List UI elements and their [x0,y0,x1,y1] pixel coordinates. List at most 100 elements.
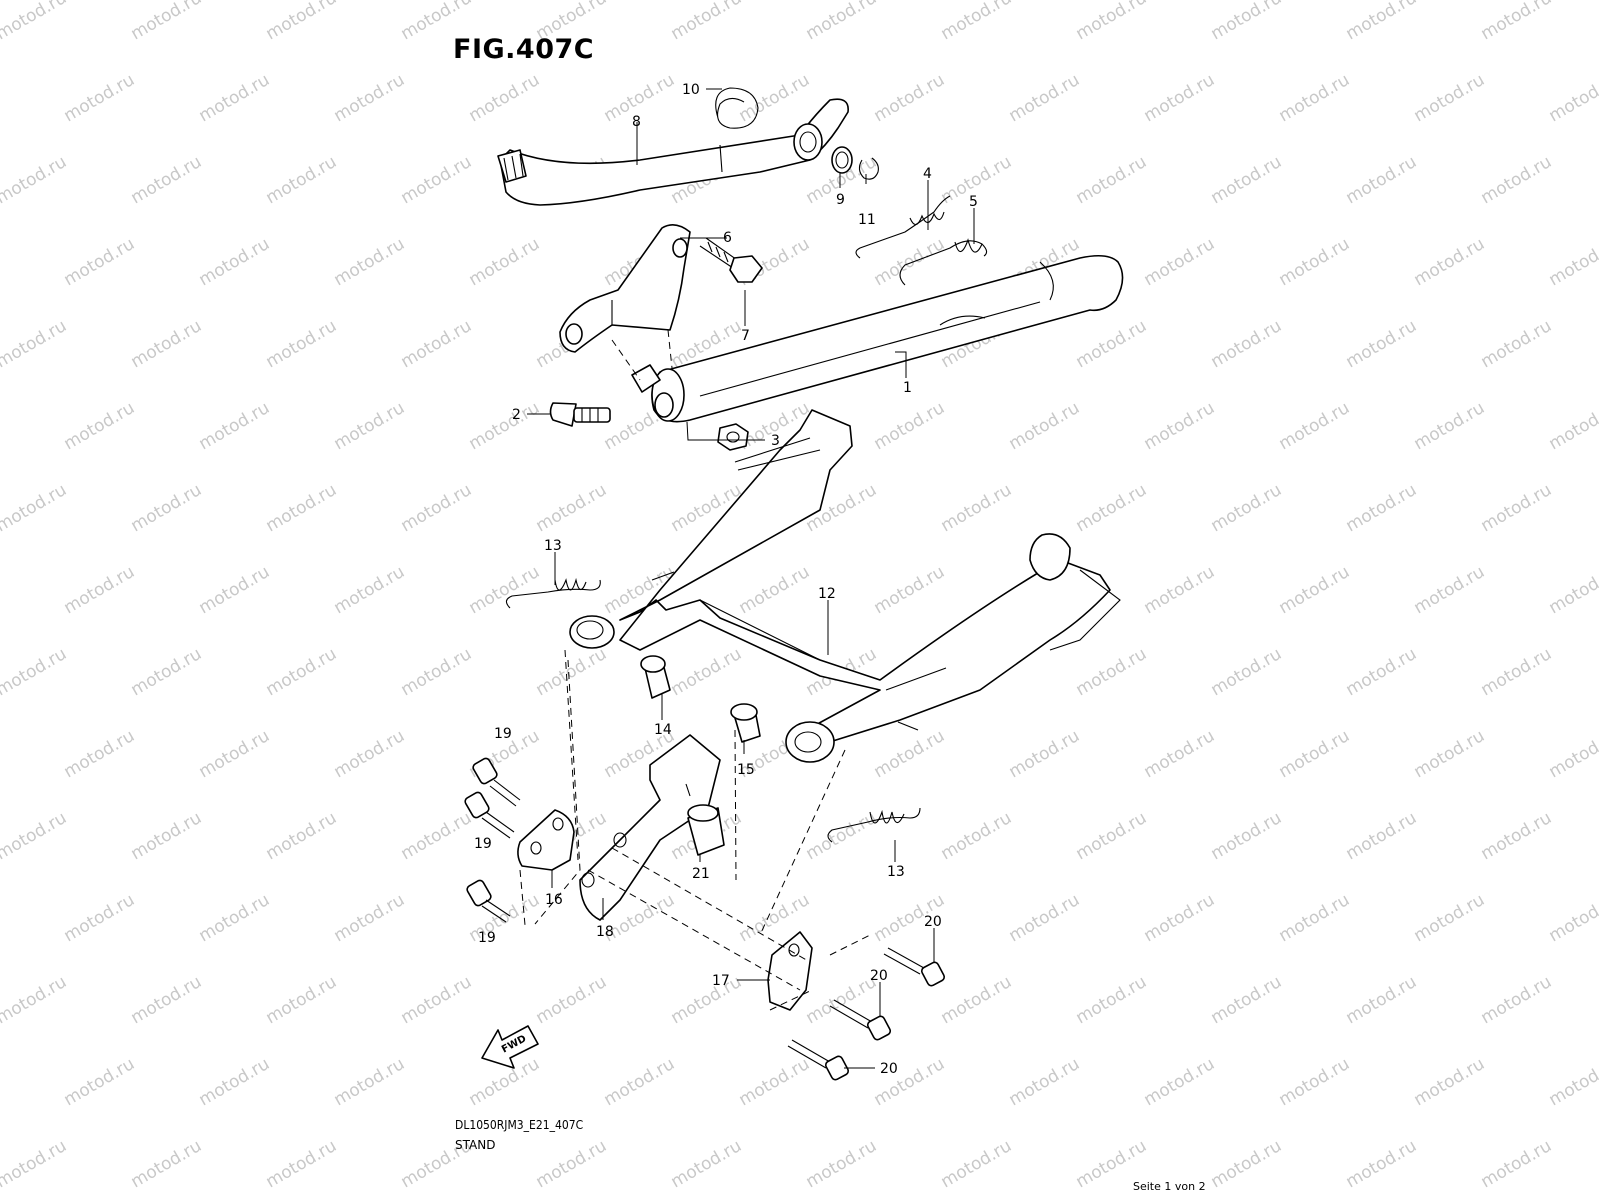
watermark-text: motod.ru [398,972,476,1028]
watermark-text: motod.ru [1478,972,1556,1028]
watermark-text: motod.ru [0,152,70,208]
watermark-text: motod.ru [263,480,341,536]
watermark-text: motod.ru [1208,480,1286,536]
watermark-text: motod.ru [736,562,814,618]
callout-19-b: 19 [474,836,492,852]
watermark-text: motod.ru [263,972,341,1028]
watermark-text: motod.ru [1411,1054,1489,1110]
watermark-text: motod.ru [0,316,70,372]
watermark-text: motod.ru [1276,398,1354,454]
callout-10: 10 [682,82,700,98]
watermark-text: motod.ru [1411,398,1489,454]
watermark-text: motod.ru [1411,890,1489,946]
watermark-text: motod.ru [398,316,476,372]
spring-10 [715,87,759,129]
watermark-text: motod.ru [533,644,611,700]
callout-1: 1 [903,380,912,396]
watermark-text: motod.ru [1343,644,1421,700]
watermark-text: motod.ru [0,398,3,454]
watermark-text: motod.ru [331,726,409,782]
center-stand-12 [569,409,1121,763]
watermark-text: motod.ru [1208,644,1286,700]
watermark-text: motod.ru [196,726,274,782]
bolt-2 [549,402,611,427]
watermark-text: motod.ru [263,808,341,864]
watermark-text: motod.ru [871,234,949,290]
watermark-text: motod.ru [128,1136,206,1192]
callout-labels: 1 2 3 4 5 6 7 8 9 10 11 12 13 13 14 15 1… [474,82,978,1077]
watermark-text: motod.ru [1006,726,1084,782]
watermark-text: motod.ru [196,398,274,454]
watermark-text: motod.ru [1006,398,1084,454]
callout-12: 12 [818,586,836,602]
watermark-text: motod.ru [1208,972,1286,1028]
watermark-text: motod.ru [128,152,206,208]
watermark-text: motod.ru [668,1136,746,1192]
watermark-text: motod.ru [196,890,274,946]
watermark-text: motod.ru [1411,70,1489,126]
watermark-text: motod.ru [1343,152,1421,208]
callout-3: 3 [771,433,780,449]
watermark-text: motod.ru [61,70,139,126]
watermark-text: motod.ru [1141,726,1219,782]
watermark-text: motod.ru [398,480,476,536]
watermark-text: motod.ru [1411,726,1489,782]
watermark-text: motod.ru [1141,234,1219,290]
bolt-7 [699,237,763,283]
watermark-text: motod.ru [938,480,1016,536]
bolt-20-a [883,947,946,987]
figure-title: FIG.407C [453,34,595,65]
bolt-20-c [787,1039,850,1081]
watermark-text: motod.ru [1073,808,1151,864]
watermark-text: motod.ru [533,480,611,536]
watermark-text: motod.ru [736,70,814,126]
watermark-text: motod.ru [128,644,206,700]
watermark-text: motod.ru [0,726,3,782]
watermark-text: motod.ru [1006,1054,1084,1110]
watermark-text: motod.ru [196,1054,274,1110]
watermark-text: motod.ru [938,1136,1016,1192]
watermark-text: motod.ru [0,972,70,1028]
watermark-text: motod.ru [1546,562,1600,618]
watermark-text: motod.ru [1478,316,1556,372]
clip-11 [858,157,879,180]
watermark-text: motod.ru [1208,0,1286,44]
watermark-text: motod.ru [1546,234,1600,290]
watermark-text: motod.ru [1208,152,1286,208]
callout-13-lower: 13 [887,864,905,880]
watermark-text: motod.ru [466,70,544,126]
watermark-text: motod.ru [1478,1136,1556,1192]
watermark-text: motod.ru [1208,316,1286,372]
callout-21: 21 [692,866,710,882]
watermark-text: motod.ru [128,808,206,864]
watermark-text: motod.ru [331,398,409,454]
callout-13-upper: 13 [544,538,562,554]
watermark-text: motod.ru [938,972,1016,1028]
watermark-text: motod.ru [1141,890,1219,946]
spring-13-lower [827,807,921,843]
watermark-text: motod.ru [466,562,544,618]
watermark-text: motod.ru [1073,316,1151,372]
watermark-text: motod.ru [1343,316,1421,372]
watermark-text: motod.ru [0,480,70,536]
callout-14: 14 [654,722,672,738]
watermark-text: motod.ru [1073,644,1151,700]
bolt-19-c [466,879,511,923]
watermark-text: motod.ru [1073,480,1151,536]
watermark-text: motod.ru [1343,0,1421,44]
watermark-text: motod.ru [263,0,341,44]
spring-13-upper [505,577,601,609]
watermark-text: motod.ru [0,234,3,290]
watermark-text: motod.ru [0,1054,3,1110]
watermark-text: motod.ru [1478,152,1556,208]
watermark-text: motod.ru [1276,890,1354,946]
watermark-text: motod.ru [1478,808,1556,864]
watermark-text: motod.ru [1006,890,1084,946]
callout-18: 18 [596,924,614,940]
watermark-text: motod.ru [668,0,746,44]
watermark-text: motod.ru [1546,726,1600,782]
watermark-text: motod.ru [1343,1136,1421,1192]
watermark-text: motod.ru [1478,0,1556,44]
watermark-text: motod.ru [871,726,949,782]
